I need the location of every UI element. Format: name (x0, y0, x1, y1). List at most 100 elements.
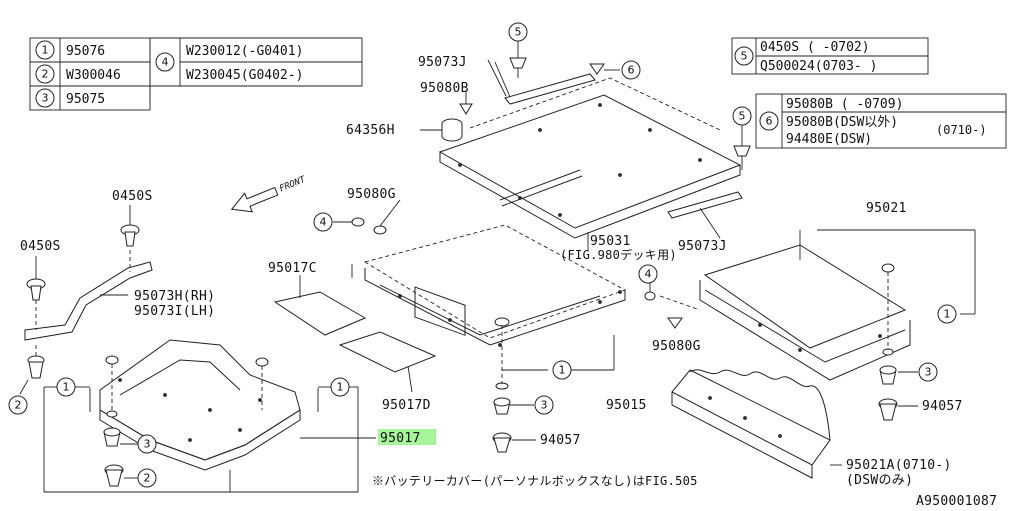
label-95017c: 95017C (268, 261, 317, 276)
part-95080g-clip-top (333, 217, 387, 235)
label-95080g-top: 95080G (347, 187, 396, 202)
part-clip-6-top (589, 63, 620, 75)
part-94057-center (492, 432, 536, 453)
legend-callout-3: 3 (42, 92, 49, 105)
callout-2-left-upper: 2 (8, 395, 28, 415)
legend-part-w230045: W230045(G0402-) (186, 68, 303, 83)
legend-part-95080b-a: 95080B ( -0709) (786, 97, 903, 112)
part-clip-center-left (255, 357, 269, 410)
part-95073j-top (494, 61, 596, 105)
legend-part-95075: 95075 (66, 92, 105, 107)
label-95073j-bottom: 95073J (678, 239, 727, 254)
footnote: ※バッテリーカバー(パーソナルボックスなし)はFIG.505 (372, 474, 698, 488)
callout-5-top: 5 (508, 22, 528, 42)
front-arrow: FRONT (230, 175, 307, 213)
label-95031: 95031 (590, 234, 631, 249)
callout-1-left2: 1 (330, 377, 350, 397)
highlight-95017 (378, 429, 436, 445)
label-0450s-upper: 0450S (112, 189, 153, 204)
label-95015: 95015 (606, 398, 647, 413)
svg-text:3: 3 (144, 438, 151, 451)
legend-callout-1: 1 (42, 44, 49, 57)
legend-table-5: 5 0450S ( -0702) Q500024(0703- ) (731, 37, 929, 75)
svg-text:6: 6 (628, 64, 635, 77)
part-screw-0450s-upper (120, 205, 140, 247)
svg-text:4: 4 (645, 268, 652, 281)
label-95080b: 95080B (420, 81, 469, 96)
label-95073i: 95073I(LH) (134, 304, 215, 319)
label-64356h: 64356H (346, 123, 395, 138)
part-94057-right (878, 398, 918, 421)
part-95080g-clip-mid (644, 278, 701, 329)
label-95021a-note: (DSWのみ) (846, 473, 913, 488)
part-95017-cover (99, 339, 301, 471)
label-95031-fig: (FIG.980デッキ用) (560, 247, 677, 262)
svg-text:1: 1 (337, 381, 344, 394)
legend-table-6: 6 95080B ( -0709) 95080B(DSW以外) 94480E(D… (755, 93, 1007, 149)
legend-part-95080b-b: 95080B(DSW以外) (786, 115, 898, 130)
label-95080g-mid: 95080G (652, 339, 701, 354)
callout-1-center: 1 (552, 360, 572, 380)
part-screw-2-left (104, 464, 140, 487)
svg-text:1: 1 (944, 308, 951, 321)
svg-text:5: 5 (739, 110, 746, 123)
legend-part-0450s: 0450S ( -0702) (760, 40, 870, 55)
legend-part-95076: 95076 (66, 44, 105, 59)
part-95021-panel (699, 244, 911, 381)
label-94057-right: 94057 (922, 399, 963, 414)
callout-1-left: 1 (56, 377, 76, 397)
part-95021a-rail (671, 369, 842, 479)
front-label: FRONT (278, 175, 307, 195)
callout-3-right: 3 (918, 362, 938, 382)
svg-text:1: 1 (559, 364, 566, 377)
part-95073j-bottom (667, 191, 743, 239)
part-95031-board (438, 77, 742, 239)
svg-text:1: 1 (63, 381, 70, 394)
label-95017d: 95017D (382, 398, 431, 413)
callout-5-right: 5 (732, 106, 752, 126)
legend-callout-4: 4 (162, 56, 169, 69)
part-95015-tray (363, 224, 627, 347)
label-0450s-lower: 0450S (20, 239, 61, 254)
callout-3-left: 3 (137, 434, 157, 454)
callout-3-center: 3 (534, 395, 554, 415)
label-95021: 95021 (866, 201, 907, 216)
part-screw-0450s-lower (26, 256, 46, 301)
part-64356h (420, 118, 463, 142)
callout-6-top: 6 (621, 60, 641, 80)
callout-4-top: 4 (313, 212, 333, 232)
part-95017c-mat (273, 275, 367, 336)
diagram-id: A950001087 (916, 494, 997, 509)
part-95080b-clip (459, 92, 473, 115)
svg-text:3: 3 (925, 366, 932, 379)
label-95021a: 95021A(0710-) (846, 458, 952, 473)
callout-1-right: 1 (937, 304, 957, 324)
part-95073h-bracket (24, 250, 153, 341)
part-screw-5-top (509, 40, 527, 78)
svg-text:5: 5 (515, 26, 522, 39)
legend-callout-5: 5 (741, 50, 748, 63)
legend-callout-2: 2 (42, 68, 49, 81)
legend-callout-6: 6 (766, 115, 773, 128)
part-screw-5-right (733, 124, 751, 170)
legend-part-w300046: W300046 (66, 68, 121, 83)
label-95017: 95017 (380, 431, 421, 446)
callout-4-mid: 4 (638, 264, 658, 284)
part-screw-2-lower-left (19, 345, 45, 395)
label-95073h: 95073H(RH) (134, 289, 215, 304)
legend-part-94480e: 94480E(DSW) (786, 132, 872, 147)
label-94057-center: 94057 (540, 433, 581, 448)
legend-part-w230012: W230012(-G0401) (186, 44, 303, 59)
callout-2-left-lower: 2 (137, 468, 157, 488)
legend-table-left: 1 95076 2 W300046 3 95075 4 W230012(-G04… (29, 37, 363, 111)
part-95017d-mat (338, 331, 437, 393)
label-95073j-top: 95073J (418, 55, 467, 70)
part-screw-3-center (493, 317, 534, 415)
svg-text:3: 3 (541, 399, 548, 412)
svg-text:2: 2 (15, 399, 22, 412)
svg-text:2: 2 (144, 472, 151, 485)
legend-part-range: (0710-) (936, 123, 987, 137)
part-screw-3-left (103, 355, 140, 447)
legend-part-q500024: Q500024(0703- ) (760, 59, 877, 74)
